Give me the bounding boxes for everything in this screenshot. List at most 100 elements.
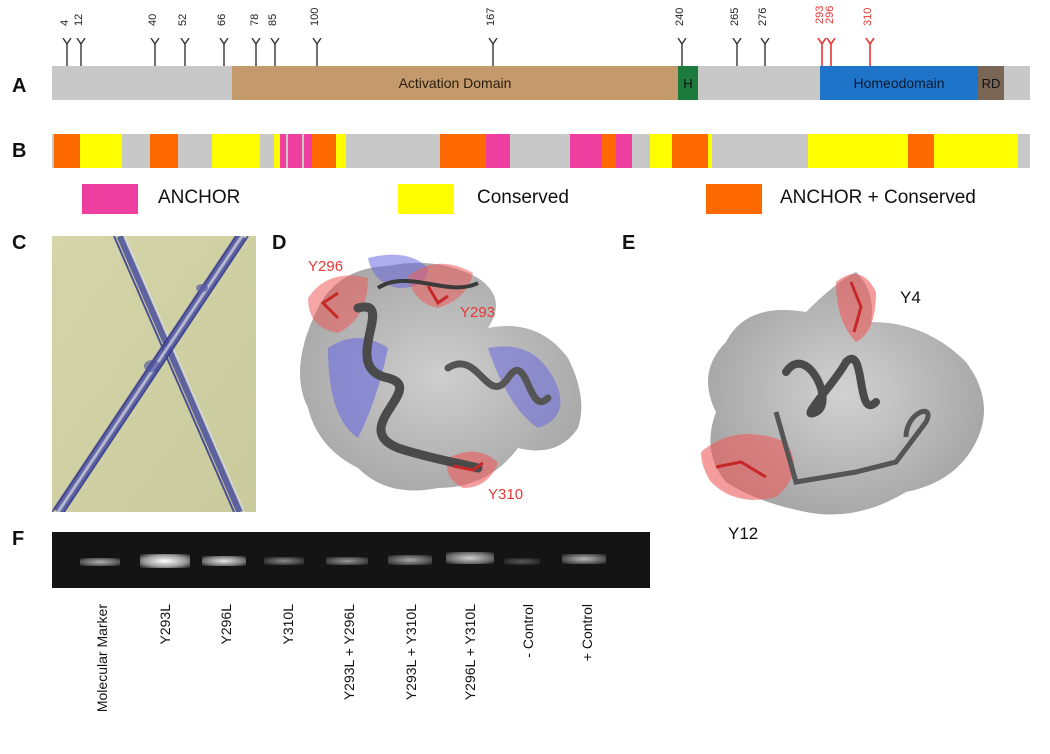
site-label-52: 52 bbox=[177, 13, 189, 26]
lane-label-y296l: Y296L bbox=[218, 604, 234, 645]
tyrosine-marker-icon bbox=[826, 38, 836, 66]
activation-domain-label: Activation Domain bbox=[398, 75, 512, 91]
tyrosine-marker-icon bbox=[150, 38, 160, 66]
tyrosine-marker-icon bbox=[817, 38, 827, 66]
segment-anchor bbox=[616, 134, 632, 168]
tyrosine-marker-icon bbox=[677, 38, 687, 66]
segment-conserved bbox=[934, 134, 1018, 168]
segment-both bbox=[908, 134, 934, 168]
protein-surface-render-e bbox=[701, 272, 984, 515]
segment-conserved bbox=[708, 134, 712, 168]
label-y296: Y296 bbox=[308, 258, 344, 275]
gel-band bbox=[504, 558, 540, 565]
legend-label-conserved: Conserved bbox=[477, 187, 569, 208]
gel-band bbox=[140, 554, 190, 568]
tyrosine-marker-icon bbox=[760, 38, 770, 66]
site-label-265: 265 bbox=[729, 7, 741, 26]
segment-both bbox=[440, 134, 486, 168]
h-domain-label: H bbox=[683, 75, 693, 91]
panel-e-structure: Y4 Y12 bbox=[696, 262, 1016, 562]
legend-label-anchor: ANCHOR bbox=[158, 187, 241, 208]
gel-band bbox=[264, 557, 304, 565]
tyrosine-marker-icon bbox=[219, 38, 229, 66]
label-y12: Y12 bbox=[728, 524, 759, 543]
lane-label-y293l-y310l: Y293L + Y310L bbox=[403, 604, 419, 701]
tyrosine-marker-icon bbox=[732, 38, 742, 66]
tyrosine-marker-icon bbox=[488, 38, 498, 66]
legend-label-anchor-conserved: ANCHOR + Conserved bbox=[780, 187, 976, 208]
legend-swatch-anchor bbox=[82, 184, 138, 214]
panel-f-gel bbox=[52, 532, 650, 588]
lane-label-y293l-y296l: Y293L + Y296L bbox=[341, 604, 357, 701]
panel-letter-f: F bbox=[12, 528, 25, 550]
panel-letter-c: C bbox=[12, 232, 27, 254]
tyrosine-marker-icon bbox=[62, 38, 72, 66]
gel-band bbox=[388, 555, 432, 565]
segment-both bbox=[602, 134, 616, 168]
label-y293: Y293 bbox=[460, 304, 496, 321]
gel-band bbox=[562, 554, 606, 564]
segment-anchor bbox=[288, 134, 302, 168]
panel-letter-e: E bbox=[622, 232, 636, 254]
segment-anchor bbox=[570, 134, 602, 168]
panel-letter-d: D bbox=[272, 232, 287, 254]
label-y4: Y4 bbox=[900, 288, 921, 307]
lane-label-y293l: Y293L bbox=[157, 604, 173, 645]
protein-surface-render bbox=[300, 254, 582, 491]
gel-band bbox=[202, 556, 246, 566]
segment-anchor bbox=[304, 134, 312, 168]
panel-b-conservation-bar bbox=[52, 134, 1030, 168]
tyrosine-marker-icon bbox=[251, 38, 261, 66]
segment-conserved bbox=[336, 134, 346, 168]
gel-band bbox=[326, 557, 368, 565]
site-label-310: 310 bbox=[862, 7, 874, 26]
segment-conserved bbox=[274, 134, 280, 168]
crossing-fibers-image bbox=[52, 236, 256, 512]
segment-anchor bbox=[280, 134, 286, 168]
label-y310: Y310 bbox=[488, 486, 524, 503]
lane-label-molecular-marker: Molecular Marker bbox=[94, 604, 110, 713]
segment-both bbox=[150, 134, 178, 168]
site-label-276: 276 bbox=[757, 7, 769, 26]
site-label-66: 66 bbox=[216, 13, 228, 26]
rd-domain: RD bbox=[978, 66, 1004, 100]
panel-c-micrograph bbox=[52, 236, 256, 512]
site-label-78: 78 bbox=[249, 13, 261, 26]
tyrosine-marker-icon bbox=[865, 38, 875, 66]
site-label-296: 296 bbox=[824, 5, 836, 24]
segment-both bbox=[672, 134, 708, 168]
lane-label-y296l-y310l: Y296L + Y310L bbox=[462, 604, 478, 701]
homeodomain: Homeodomain bbox=[820, 66, 978, 100]
gel-band bbox=[446, 552, 494, 564]
site-label-100: 100 bbox=[309, 7, 321, 26]
lane-label-minus-control: - Control bbox=[520, 604, 536, 658]
segment-both bbox=[312, 134, 336, 168]
site-label-4: 4 bbox=[59, 19, 71, 26]
segment-conserved bbox=[650, 134, 672, 168]
tyrosine-marker-icon bbox=[76, 38, 86, 66]
lane-label-y310l: Y310L bbox=[280, 604, 296, 645]
site-label-167: 167 bbox=[485, 7, 497, 26]
tyrosine-marker-icon bbox=[312, 38, 322, 66]
segment-anchor bbox=[486, 134, 510, 168]
site-label-85: 85 bbox=[267, 13, 279, 26]
rd-domain-label: RD bbox=[981, 75, 1001, 91]
gel-band bbox=[80, 558, 120, 566]
panel-d-structure: Y296 Y293 Y310 bbox=[278, 248, 608, 518]
tyrosine-marker-icon bbox=[270, 38, 280, 66]
panel-letter-a: A bbox=[12, 75, 27, 97]
site-label-40: 40 bbox=[147, 13, 159, 26]
panel-a-domain-map: 4 12 40 52 66 78 85 100 167 240 265 bbox=[0, 0, 1050, 110]
segment-conserved bbox=[212, 134, 260, 168]
legend-swatch-conserved bbox=[398, 184, 454, 214]
homeodomain-label: Homeodomain bbox=[853, 75, 945, 91]
legend-swatch-anchor-conserved bbox=[706, 184, 762, 214]
lane-label-plus-control: + Control bbox=[579, 604, 595, 662]
segment-conserved bbox=[808, 134, 908, 168]
h-domain: H bbox=[678, 66, 698, 100]
tyrosine-marker-icon bbox=[180, 38, 190, 66]
segment-both bbox=[54, 134, 80, 168]
panel-letter-b: B bbox=[12, 140, 27, 162]
site-label-240: 240 bbox=[674, 7, 686, 26]
site-label-12: 12 bbox=[73, 13, 85, 26]
